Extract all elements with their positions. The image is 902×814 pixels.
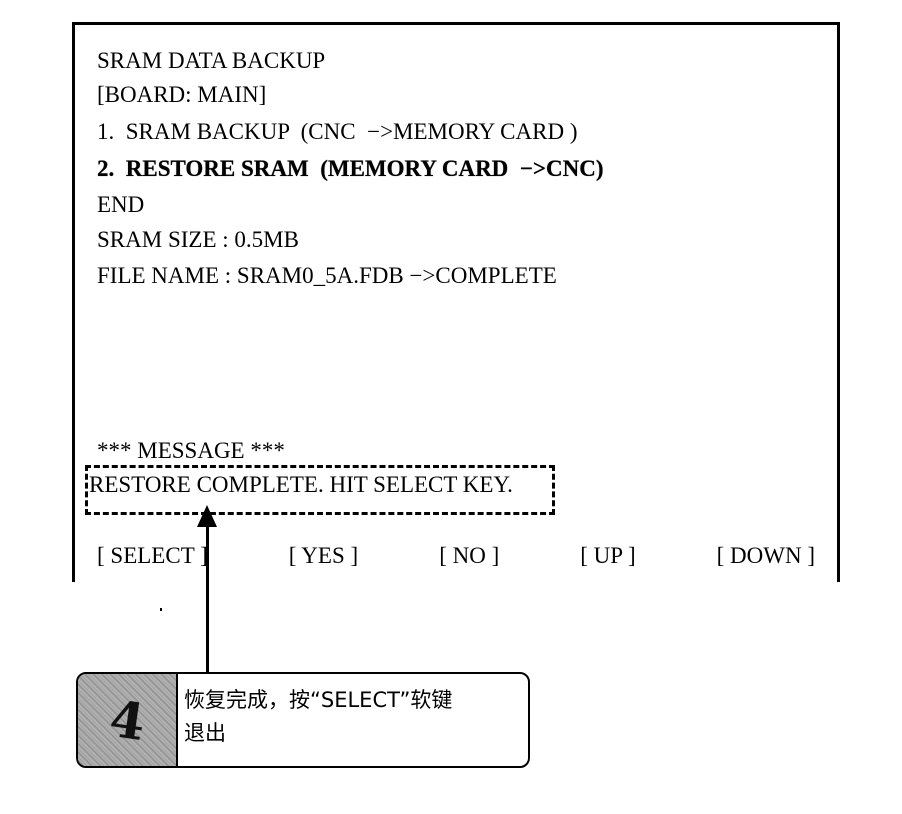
sram-size-readout: SRAM SIZE : 0.5MB bbox=[97, 227, 299, 252]
message-header: *** MESSAGE *** bbox=[97, 438, 285, 463]
arrow-up-icon bbox=[197, 505, 217, 527]
step-badge: 4 bbox=[78, 674, 178, 766]
callout-instruction: 恢复完成，按“SELECT”软键 退出 bbox=[184, 688, 453, 745]
softkey-down[interactable]: [ DOWN ] bbox=[716, 543, 815, 568]
message-text: RESTORE COMPLETE. HIT SELECT KEY. bbox=[89, 472, 513, 497]
stray-mark bbox=[160, 608, 162, 611]
cnc-screen: SRAM DATA BACKUP [BOARD: MAIN] 1. SRAM B… bbox=[72, 22, 840, 582]
step-number: 4 bbox=[105, 688, 149, 752]
menu-item-end[interactable]: END bbox=[97, 192, 145, 217]
step-callout: 4 恢复完成，按“SELECT”软键 退出 bbox=[76, 672, 530, 768]
softkey-up[interactable]: [ UP ] bbox=[580, 543, 636, 568]
file-name-readout: FILE NAME : SRAM0_5A.FDB −>COMPLETE bbox=[97, 263, 557, 288]
softkey-yes[interactable]: [ YES ] bbox=[288, 543, 359, 568]
softkey-no[interactable]: [ NO ] bbox=[439, 543, 500, 568]
softkey-bar: [ SELECT ] [ YES ] [ NO ] [ UP ] [ DOWN … bbox=[97, 542, 815, 570]
callout-pointer-line bbox=[206, 522, 209, 672]
menu-item-sram-backup[interactable]: 1. SRAM BACKUP (CNC −>MEMORY CARD ) bbox=[97, 119, 578, 144]
softkey-select[interactable]: [ SELECT ] bbox=[97, 543, 208, 568]
message-highlight-box bbox=[85, 465, 555, 515]
board-label: [BOARD: MAIN] bbox=[97, 82, 267, 107]
menu-item-restore-sram[interactable]: 2. RESTORE SRAM (MEMORY CARD −>CNC) bbox=[97, 156, 604, 181]
screen-title: SRAM DATA BACKUP bbox=[97, 48, 326, 73]
